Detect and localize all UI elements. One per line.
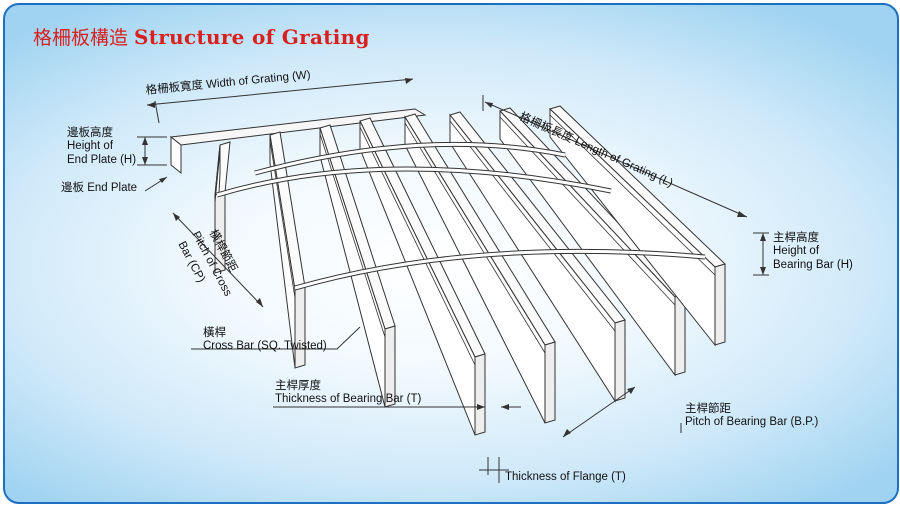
- title-zh: 格柵板構造: [33, 27, 129, 49]
- end-plate-zh: 邊板: [61, 180, 84, 194]
- arrow-width-right: [405, 78, 413, 84]
- cross-bar-fill-3: [254, 142, 566, 175]
- bearing-bar-groove-5: [404, 122, 546, 354]
- arrow-pitch-start: [563, 429, 571, 437]
- cross-bar-fill-1: [216, 167, 612, 197]
- arrow-thickness-right: [501, 404, 509, 410]
- arrow-end-plate-bottom: [142, 157, 148, 165]
- dimension-arrows: [142, 78, 766, 437]
- arrow-end-plate-leader: [159, 177, 167, 183]
- cross-pitch-dimension-line: [172, 212, 264, 308]
- cross-bar-fill-2: [294, 249, 706, 290]
- arrow-bearing-height-bottom: [760, 267, 766, 275]
- arrow-cross-pitch-end: [256, 298, 263, 307]
- grating-drawing: [137, 78, 769, 483]
- bearing-bar-end-6: [614, 319, 626, 402]
- bearing-height-zh: 主桿高度: [773, 230, 819, 244]
- title-en: Structure of Grating: [134, 25, 370, 49]
- bearing-bar-end-4: [474, 353, 486, 436]
- end-plate-label: 邊板 End Plate: [61, 180, 137, 195]
- bearing-pitch-label: 主桿節距 Pitch of Bearing Bar (B.P.): [685, 401, 818, 429]
- bearing-bar-groove-3: [319, 133, 386, 338]
- bearing-pitch-dimension-line: [562, 386, 636, 438]
- end-plate-height-en2: End Plate (H): [67, 154, 137, 166]
- bearing-bar-groove-8: [549, 114, 716, 276]
- arrow-thickness-left: [477, 404, 485, 410]
- width-ext-left: [154, 100, 160, 124]
- bearing-height-en1: Height of: [773, 245, 820, 257]
- bearing-pitch-zh: 主桿節距: [685, 401, 731, 415]
- arrow-bearing-height-top: [760, 233, 766, 241]
- width-dimension-line: [146, 78, 414, 106]
- bearing-bar-groove-4: [359, 126, 476, 366]
- bearing-bars: [169, 105, 726, 436]
- bearing-bar-groove-6: [449, 120, 616, 332]
- bearing-bar-end-5: [544, 341, 556, 424]
- flange-thickness-label: Thickness of Flange (T): [505, 470, 626, 484]
- bearing-thickness-en: Thickness of Bearing Bar (T): [275, 393, 422, 405]
- arrow-end-plate-top: [142, 137, 148, 145]
- cross-bar-leader: [191, 326, 361, 350]
- bearing-pitch-en: Pitch of Bearing Bar (B.P.): [685, 416, 819, 428]
- arrow-width-left: [147, 102, 155, 108]
- bearing-bar-groove-1: [214, 150, 221, 204]
- cross-bar-label: 橫桿 Cross Bar (SQ. Twisted): [203, 325, 327, 353]
- bearing-bar-end-7: [674, 293, 686, 376]
- bearing-height-label: 主桿高度 Height of Bearing Bar (H): [773, 230, 853, 272]
- end-plate-height-label: 邊板高度 Height of End Plate (H): [67, 125, 136, 167]
- end-plate-height-zh: 邊板高度: [67, 125, 113, 139]
- arrow-length-end: [737, 211, 747, 217]
- cross-bar-en: Cross Bar (SQ. Twisted): [203, 340, 327, 352]
- end-plate-en: End Plate: [87, 182, 138, 194]
- bearing-height-en2: Bearing Bar (H): [773, 259, 853, 271]
- end-plate-height-en1: Height of: [67, 140, 114, 152]
- length-dimension-line: [484, 101, 748, 218]
- bearing-bar-end-3: [384, 325, 396, 408]
- end-plate-face: [170, 135, 182, 175]
- bearing-thickness-label: 主桿厚度 Thickness of Bearing Bar (T): [275, 378, 421, 406]
- bearing-bar-end-8: [714, 263, 726, 346]
- arrow-pitch-end: [627, 387, 635, 394]
- end-plate-top: [169, 108, 427, 146]
- flange-thickness-en: Thickness of Flange (T): [505, 471, 626, 483]
- arrow-cross-pitch-start: [173, 213, 180, 221]
- bearing-thickness-zh: 主桿厚度: [275, 378, 321, 392]
- arrow-length-start: [485, 102, 493, 108]
- cross-bar-zh: 橫桿: [203, 325, 226, 339]
